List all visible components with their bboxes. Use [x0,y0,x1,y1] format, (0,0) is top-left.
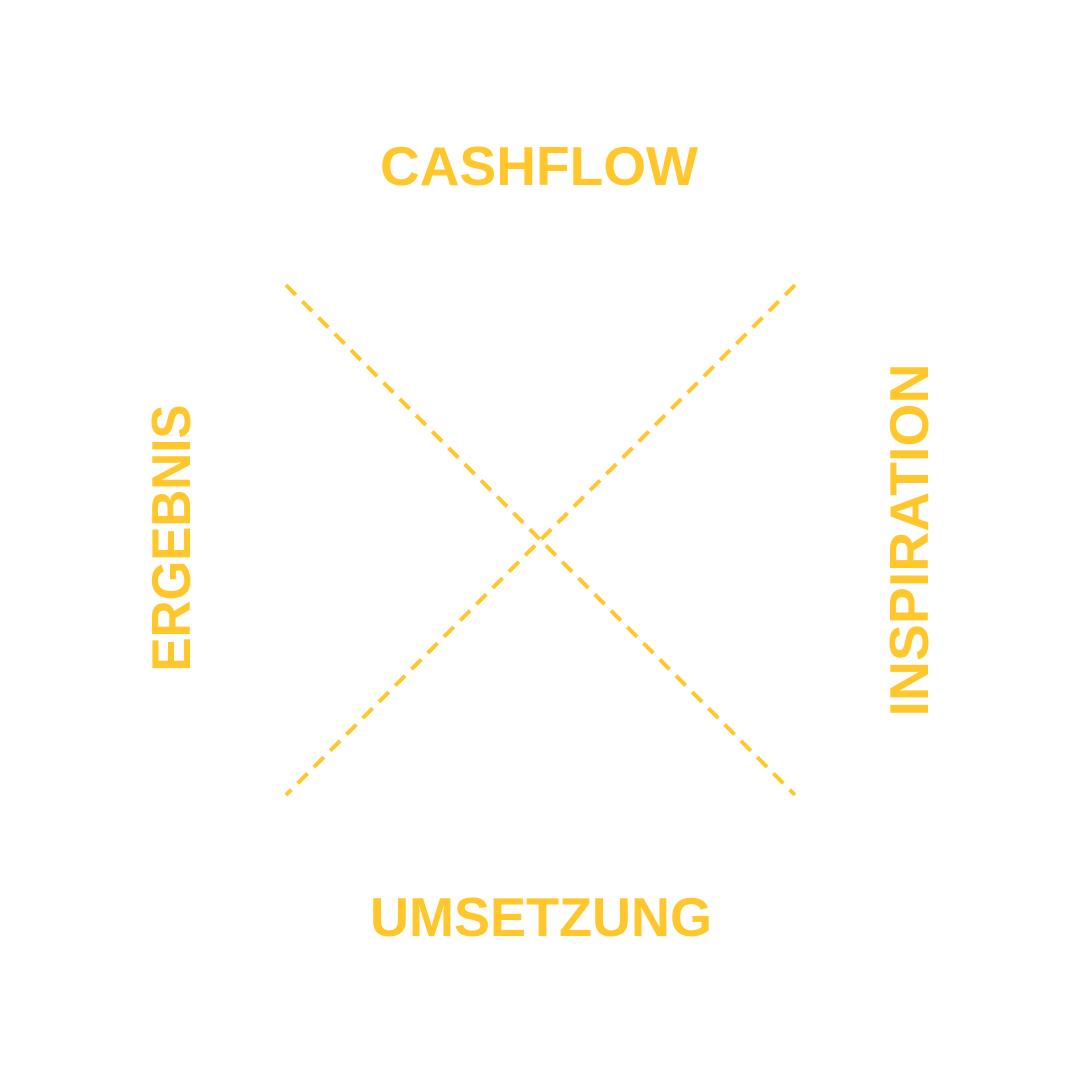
label-top-cashflow: CASHFLOW [380,135,698,197]
label-left-ergebnis: ERGEBNIS [140,405,202,672]
label-bottom-umsetzung: UMSETZUNG [370,886,712,948]
label-right-inspiration: INSPIRATION [878,364,940,717]
diagonal-line-descending [284,283,797,797]
diagonal-line-ascending [284,283,797,797]
